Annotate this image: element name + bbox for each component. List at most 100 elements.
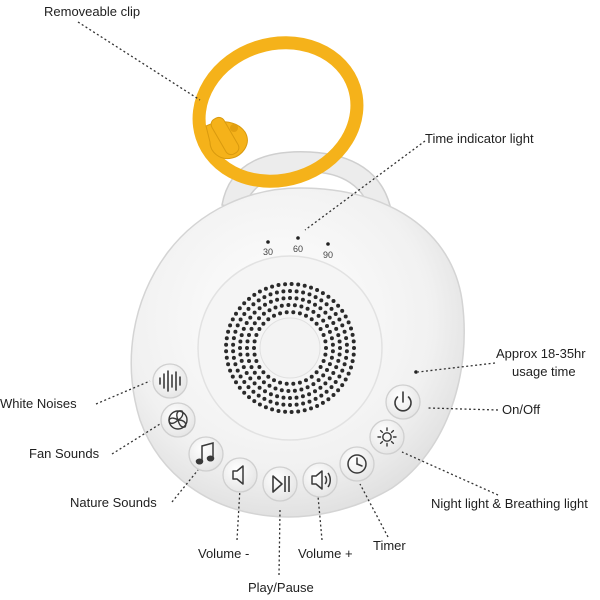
speaker-hole xyxy=(257,402,262,407)
speaker-hole xyxy=(278,311,283,316)
speaker-hole xyxy=(343,314,348,319)
power-icon xyxy=(394,391,412,412)
speaker-hole xyxy=(350,359,355,364)
speaker-hole xyxy=(268,399,273,404)
speaker-hole xyxy=(333,380,338,384)
music-note-icon xyxy=(195,442,215,465)
speaker-hole xyxy=(252,399,257,404)
speaker-hole xyxy=(288,396,292,400)
label-time-indicator-light: Time indicator light xyxy=(425,131,534,146)
speaker-hole xyxy=(224,342,229,347)
speaker-hole xyxy=(349,365,353,370)
speaker-hole xyxy=(321,359,326,363)
timer-button[interactable] xyxy=(339,446,375,482)
speaker-hole xyxy=(315,404,320,408)
speaker-hole xyxy=(292,388,297,393)
label-fan-sounds: Fan Sounds xyxy=(29,446,100,461)
fan-sounds-button[interactable] xyxy=(160,402,196,438)
speaker-hole xyxy=(289,410,294,414)
speaker-hole xyxy=(333,312,338,316)
speaker-hole xyxy=(235,368,240,373)
speaker-hole xyxy=(340,368,345,373)
speaker-hole xyxy=(331,371,336,375)
speaker-hole xyxy=(244,371,249,375)
speaker-hole xyxy=(268,392,273,397)
volume-minus-button[interactable] xyxy=(222,457,258,493)
speaker-hole xyxy=(275,394,280,399)
play-pause-button[interactable] xyxy=(262,466,298,502)
speaker-hole xyxy=(331,299,336,303)
speaker-hole xyxy=(273,305,278,310)
sun-icon xyxy=(377,427,397,447)
speaker-hole xyxy=(309,406,313,411)
speaker-hole xyxy=(299,304,304,309)
speaker-hole xyxy=(270,407,275,412)
speaker-hole xyxy=(224,355,229,360)
speaker-hole xyxy=(242,390,247,395)
speaker-hole xyxy=(340,323,345,328)
speaker-hole xyxy=(252,381,257,386)
speaker-hole xyxy=(281,395,286,400)
speaker-hole xyxy=(296,282,301,287)
white-noises-button[interactable] xyxy=(152,363,188,399)
speaker-hole xyxy=(344,342,349,347)
speaker-hole xyxy=(324,346,328,350)
speaker-hole xyxy=(261,321,266,326)
speaker-hole xyxy=(323,381,328,386)
speaker-hole xyxy=(252,339,257,344)
speaker-hole xyxy=(294,296,299,301)
speaker-hole xyxy=(301,401,306,406)
night-light-button[interactable] xyxy=(369,419,405,455)
speaker-hole xyxy=(238,339,243,344)
speaker-hole xyxy=(251,302,256,307)
speaker-hole xyxy=(327,315,332,320)
volume-plus-button[interactable] xyxy=(302,462,338,498)
speaker-hole xyxy=(336,388,341,393)
speaker-hole xyxy=(246,306,251,311)
speaker-hole xyxy=(252,292,257,297)
speaker-hole xyxy=(330,342,335,347)
speaker-hole xyxy=(254,359,259,363)
speaker-hole xyxy=(246,385,251,390)
speaker-hole xyxy=(231,349,236,354)
speaker-hole xyxy=(257,385,262,390)
speaker-hole xyxy=(226,329,231,334)
speaker-hole xyxy=(251,389,256,394)
speaker-high-icon xyxy=(311,470,331,490)
nature-sounds-button[interactable] xyxy=(188,436,224,472)
speaker-hole xyxy=(344,349,349,354)
speaker-hole xyxy=(297,311,302,316)
speaker-hole xyxy=(228,323,233,328)
speaker-hole xyxy=(247,296,251,301)
speaker-hole xyxy=(261,311,266,316)
speaker-hole xyxy=(278,380,283,385)
speaker-hole xyxy=(288,403,292,407)
speaker-hole xyxy=(316,313,321,318)
speaker-hole xyxy=(314,321,319,326)
speaker-hole xyxy=(323,310,328,315)
leader-lines xyxy=(77,21,499,576)
speaker-hole xyxy=(327,362,332,367)
speaker-hole xyxy=(321,318,326,323)
speaker-hole xyxy=(237,306,242,311)
speaker-hole xyxy=(279,388,284,393)
power-button[interactable] xyxy=(385,384,421,420)
label-usage-line1: Approx 18-35hr xyxy=(496,346,586,361)
speaker-hole xyxy=(283,282,288,287)
speaker-hole xyxy=(318,385,323,390)
speaker-hole xyxy=(320,400,325,405)
speaker-hole xyxy=(241,365,246,370)
speaker-hole xyxy=(351,339,356,344)
speaker-hole xyxy=(231,336,236,341)
speaker-hole xyxy=(261,380,266,385)
speaker-hole xyxy=(257,375,261,380)
speaker-hole xyxy=(245,346,249,350)
timer-tick-60: 60 xyxy=(293,244,303,254)
speaker-hole xyxy=(325,368,329,372)
speaker-hole xyxy=(272,378,276,383)
speaker-hole xyxy=(233,329,238,334)
speaker-hole xyxy=(242,380,247,384)
speaker-hole xyxy=(321,333,326,337)
speaker-hole xyxy=(318,327,323,331)
